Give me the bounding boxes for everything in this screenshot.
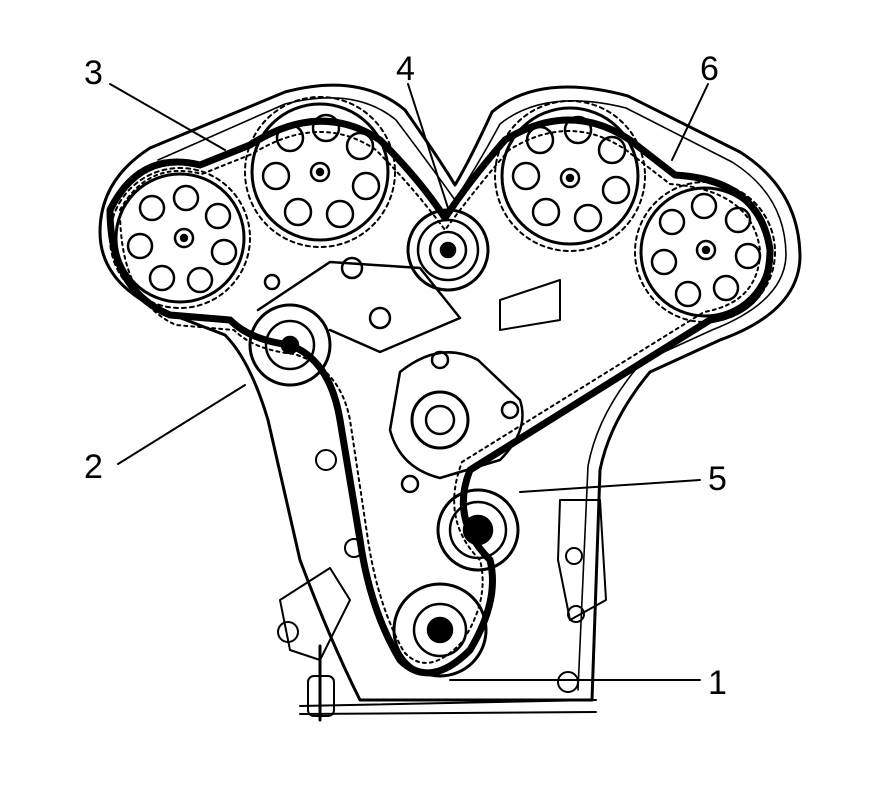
callout-2: 2 — [84, 448, 103, 486]
camshaft-sprocket-left-rear — [109, 167, 251, 309]
water-pump — [388, 350, 524, 494]
camshaft-sprocket-left-front — [244, 96, 396, 248]
leader-2 — [117, 384, 246, 465]
idler-pulley-lower — [436, 488, 520, 572]
leader-3 — [109, 83, 226, 151]
camshaft-sprocket-right-front — [494, 100, 646, 252]
crankshaft-sprocket — [392, 582, 488, 678]
callout-6: 6 — [700, 50, 719, 88]
callout-leader-lines — [109, 83, 709, 681]
leader-4 — [407, 83, 449, 209]
callout-3: 3 — [84, 54, 103, 92]
idler-pulley-upper — [406, 208, 490, 292]
leader-5 — [519, 479, 701, 493]
callout-5: 5 — [708, 460, 727, 498]
callout-1: 1 — [708, 664, 727, 702]
belt-tensioner — [248, 256, 462, 387]
leader-6 — [671, 83, 709, 161]
callout-4: 4 — [396, 50, 415, 88]
camshaft-sprocket-right-rear — [634, 181, 776, 323]
timing-belt — [106, 116, 774, 677]
engine-block-details — [277, 279, 607, 722]
